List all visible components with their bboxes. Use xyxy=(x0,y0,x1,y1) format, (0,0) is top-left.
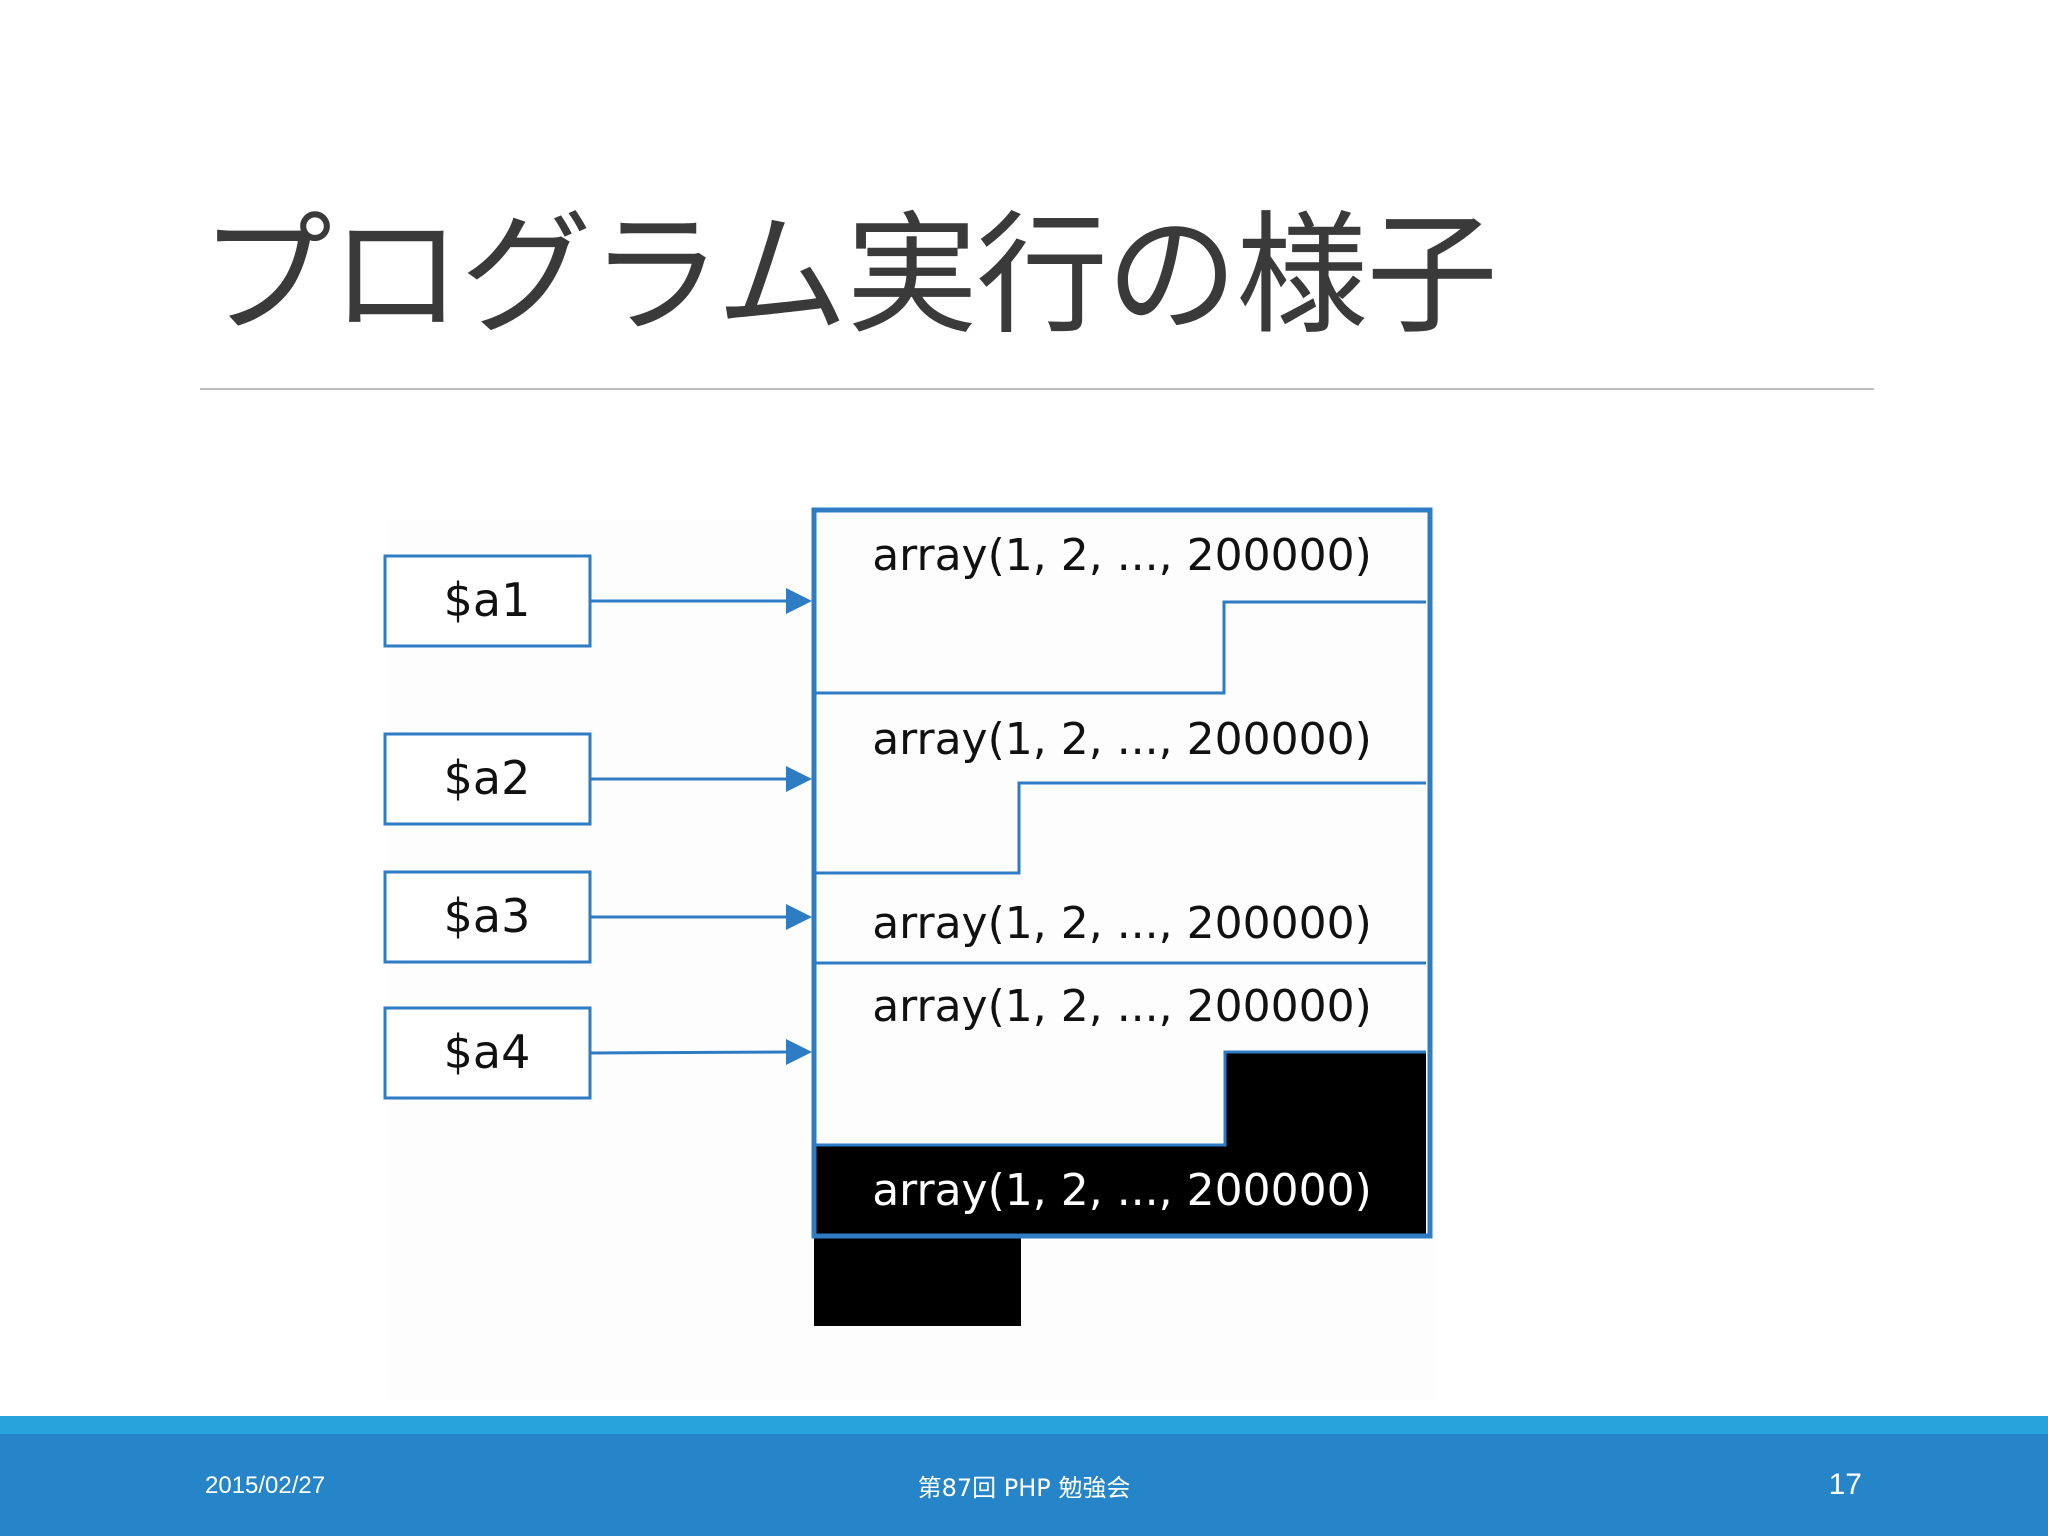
variable-box-a2 xyxy=(383,732,592,826)
memory-diagram: array(1, 2, ..., 200000) array(1, 2, ...… xyxy=(383,507,1433,1326)
arrow-a2 xyxy=(591,766,812,792)
variable-label: $a3 xyxy=(444,889,531,943)
separator-1 xyxy=(815,600,1426,695)
memory-block-label: array(1, 2, ..., 200000) xyxy=(872,714,1372,765)
memory-block-label-highlighted: array(1, 2, ..., 200000) xyxy=(872,1165,1372,1216)
arrow-a3 xyxy=(591,904,812,930)
variable-label: $a4 xyxy=(444,1025,531,1079)
variable-label: $a2 xyxy=(444,751,531,805)
slide-title: プログラム実行の様子 xyxy=(200,199,1498,353)
footer-stripe xyxy=(0,1416,2048,1434)
arrow-a1 xyxy=(591,588,812,614)
variable-box-a1 xyxy=(383,554,592,648)
variable-box-a4 xyxy=(383,1006,592,1100)
variable-box-a3 xyxy=(383,870,592,964)
footer-event-title: 第87回 PHP 勉強会 xyxy=(917,1474,1131,1502)
allocated-region-fill xyxy=(815,1052,1426,1236)
separator-2 xyxy=(815,781,1426,875)
memory-box xyxy=(811,507,1433,1239)
memory-block-label: array(1, 2, ..., 200000) xyxy=(872,981,1372,1032)
arrow-a4 xyxy=(590,1039,812,1065)
memory-block-label: array(1, 2, ..., 200000) xyxy=(872,530,1372,581)
footer: 2015/02/27 第87回 PHP 勉強会 17 xyxy=(0,1434,2048,1536)
allocated-overflow-fill xyxy=(814,1236,1021,1326)
separator-4 xyxy=(815,1050,1426,1147)
footer-date: 2015/02/27 xyxy=(205,1472,326,1499)
page-number: 17 xyxy=(1828,1468,1862,1501)
variable-label: $a1 xyxy=(444,573,531,627)
memory-block-label: array(1, 2, ..., 200000) xyxy=(872,898,1372,949)
title-divider xyxy=(200,388,1874,390)
